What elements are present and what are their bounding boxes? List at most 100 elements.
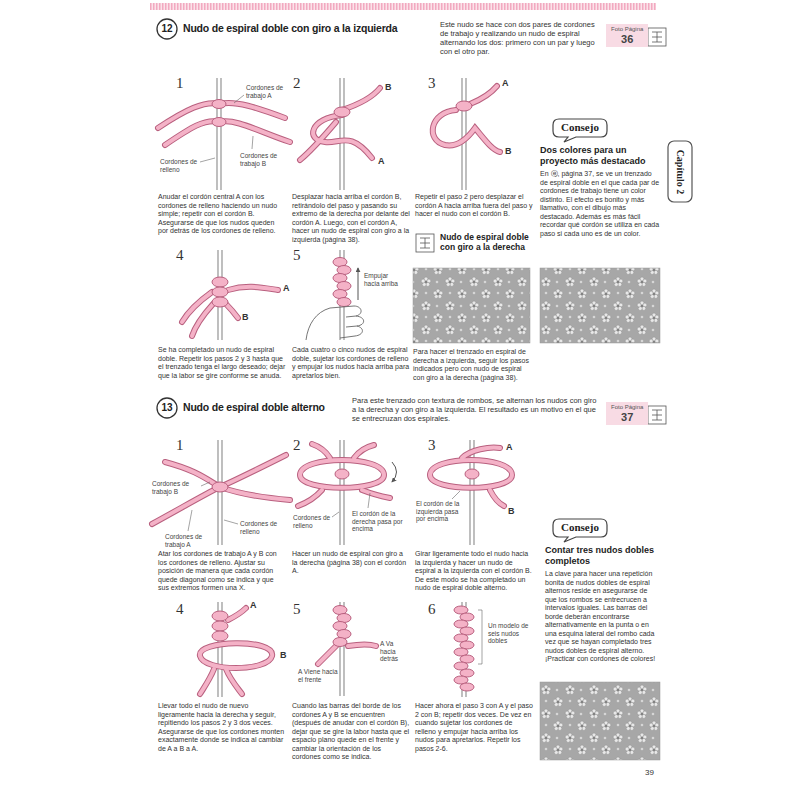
knot [212, 118, 226, 127]
knot-icon [652, 410, 662, 420]
turn-arrow [392, 462, 397, 482]
callout-label: Empujar hacia arriba [364, 272, 404, 287]
leader-line [332, 512, 339, 517]
knot [212, 100, 226, 109]
step-text: Anudar el cordón central A con los cordo… [158, 193, 286, 236]
knot [212, 297, 228, 307]
knot [212, 482, 228, 492]
knot [335, 469, 349, 479]
step-text: Hacer ahora el paso 3 con A y el paso 2 … [415, 702, 533, 753]
speech-bubble [553, 119, 607, 142]
filler-cords [340, 78, 344, 190]
knot-icon [648, 28, 666, 46]
cord-letter: B [242, 312, 249, 323]
cord-letter: A [283, 283, 290, 294]
callout-label: El cordón de la izquierda pasa por encim… [416, 500, 462, 523]
cord-letter: B [505, 146, 512, 157]
callout-label: Cordones de relleno [240, 520, 284, 535]
section-number: 12 [156, 18, 178, 40]
knot [212, 100, 479, 692]
page-number: 39 [645, 768, 654, 777]
step-number: 2 [293, 436, 301, 454]
step-number: 3 [428, 74, 436, 92]
step-number: 1 [176, 436, 184, 454]
bubble-text: Consejo [561, 521, 599, 534]
callout-label: Un modelo de seis nudos dobles [488, 622, 530, 645]
badge-text: 37 [611, 411, 643, 423]
step-number: 6 [428, 600, 436, 618]
callout-label: Cordones de trabajo A [246, 84, 294, 99]
leader-line [200, 158, 215, 162]
knot [212, 611, 228, 621]
photo-page-badge: Foto Página36 [606, 24, 648, 47]
cord-letter: B [508, 506, 515, 517]
step-number: 5 [293, 600, 301, 618]
step-text: Desplazar hacia arriba el cordón B, reti… [292, 193, 410, 244]
hand [306, 306, 364, 340]
speech-bubble [553, 519, 607, 542]
photo [540, 268, 660, 343]
knot [456, 101, 472, 111]
leader-line [188, 510, 192, 531]
section-title: Nudo de espiral doble con giro a la izqu… [183, 22, 397, 35]
leader-line [368, 493, 370, 508]
leader-line [252, 136, 253, 149]
callout-label: A Va hacia detrás [380, 640, 408, 663]
circle-text: 13 [161, 402, 172, 414]
step-text: Repetir el paso 2 pero desplazar el cord… [415, 193, 533, 219]
leader-line [201, 482, 210, 486]
photo [413, 268, 530, 343]
knot [460, 683, 474, 691]
knot [212, 287, 228, 297]
badge-text: 36 [611, 33, 643, 45]
cord-letter: A [502, 78, 509, 89]
chapter-tab: Capítulo 2 [667, 140, 693, 203]
step-text: Cuando las barras del borde de los cordo… [292, 702, 410, 762]
tip-bubble: Consejo [552, 518, 608, 543]
step-number: 2 [293, 74, 301, 92]
tip-text: En ⓔ, página 37, se ve un trenzado de es… [540, 170, 660, 238]
step-text: Llevar todo el nudo de nuevo ligeramente… [158, 702, 286, 753]
intro-text: Este nudo se hace con dos pares de cordo… [440, 20, 602, 56]
callout-label: Cordones de trabajo A [165, 533, 211, 548]
push-arrow [358, 268, 359, 300]
callout-label: Cordones de trabajo B [240, 152, 288, 167]
leader-line [452, 491, 460, 499]
knot [212, 277, 228, 287]
filler-cords [217, 78, 221, 190]
leader-line [224, 520, 238, 524]
photo [413, 268, 660, 760]
knot-icon [416, 28, 666, 424]
badge-text: Foto Página [611, 404, 643, 411]
tip-title: Dos colores para un proyecto más destaca… [540, 145, 660, 166]
filler-cords [217, 78, 474, 697]
cord-letter: A [378, 156, 385, 167]
knot [465, 469, 479, 479]
tab-outline [668, 141, 692, 202]
step-number: 3 [428, 436, 436, 454]
knot-icon [416, 234, 434, 252]
step-text: Girar ligeramente todo el nudo hacia la … [415, 550, 533, 593]
number-circle [157, 19, 177, 39]
photo [540, 682, 660, 760]
working-cord [152, 86, 512, 694]
callout-label: Cordones de relleno [293, 514, 337, 529]
badge-text: Foto Página [611, 26, 643, 33]
callout-label: Cordones de relleno [160, 158, 204, 173]
cord-letter: A [506, 442, 513, 453]
tip-text: La clave para hacer una repetición bonit… [545, 570, 660, 664]
step-number: 4 [176, 600, 184, 618]
knot [212, 631, 228, 641]
knot-icon [420, 238, 430, 248]
knot [212, 621, 228, 631]
filler-cords [340, 440, 344, 545]
tip-bubble: Consejo [552, 118, 608, 143]
section-title: Nudo de espiral doble alterno [183, 401, 325, 414]
step-text: Se ha completado un nudo de espiral dobl… [158, 346, 286, 380]
intro-text: Para este trenzado con textura de rombos… [352, 396, 602, 423]
callout-label: Cordones de trabajo B [152, 480, 198, 495]
knot [334, 107, 350, 117]
cord-letter: B [280, 650, 287, 661]
section-number: 13 [156, 397, 178, 419]
